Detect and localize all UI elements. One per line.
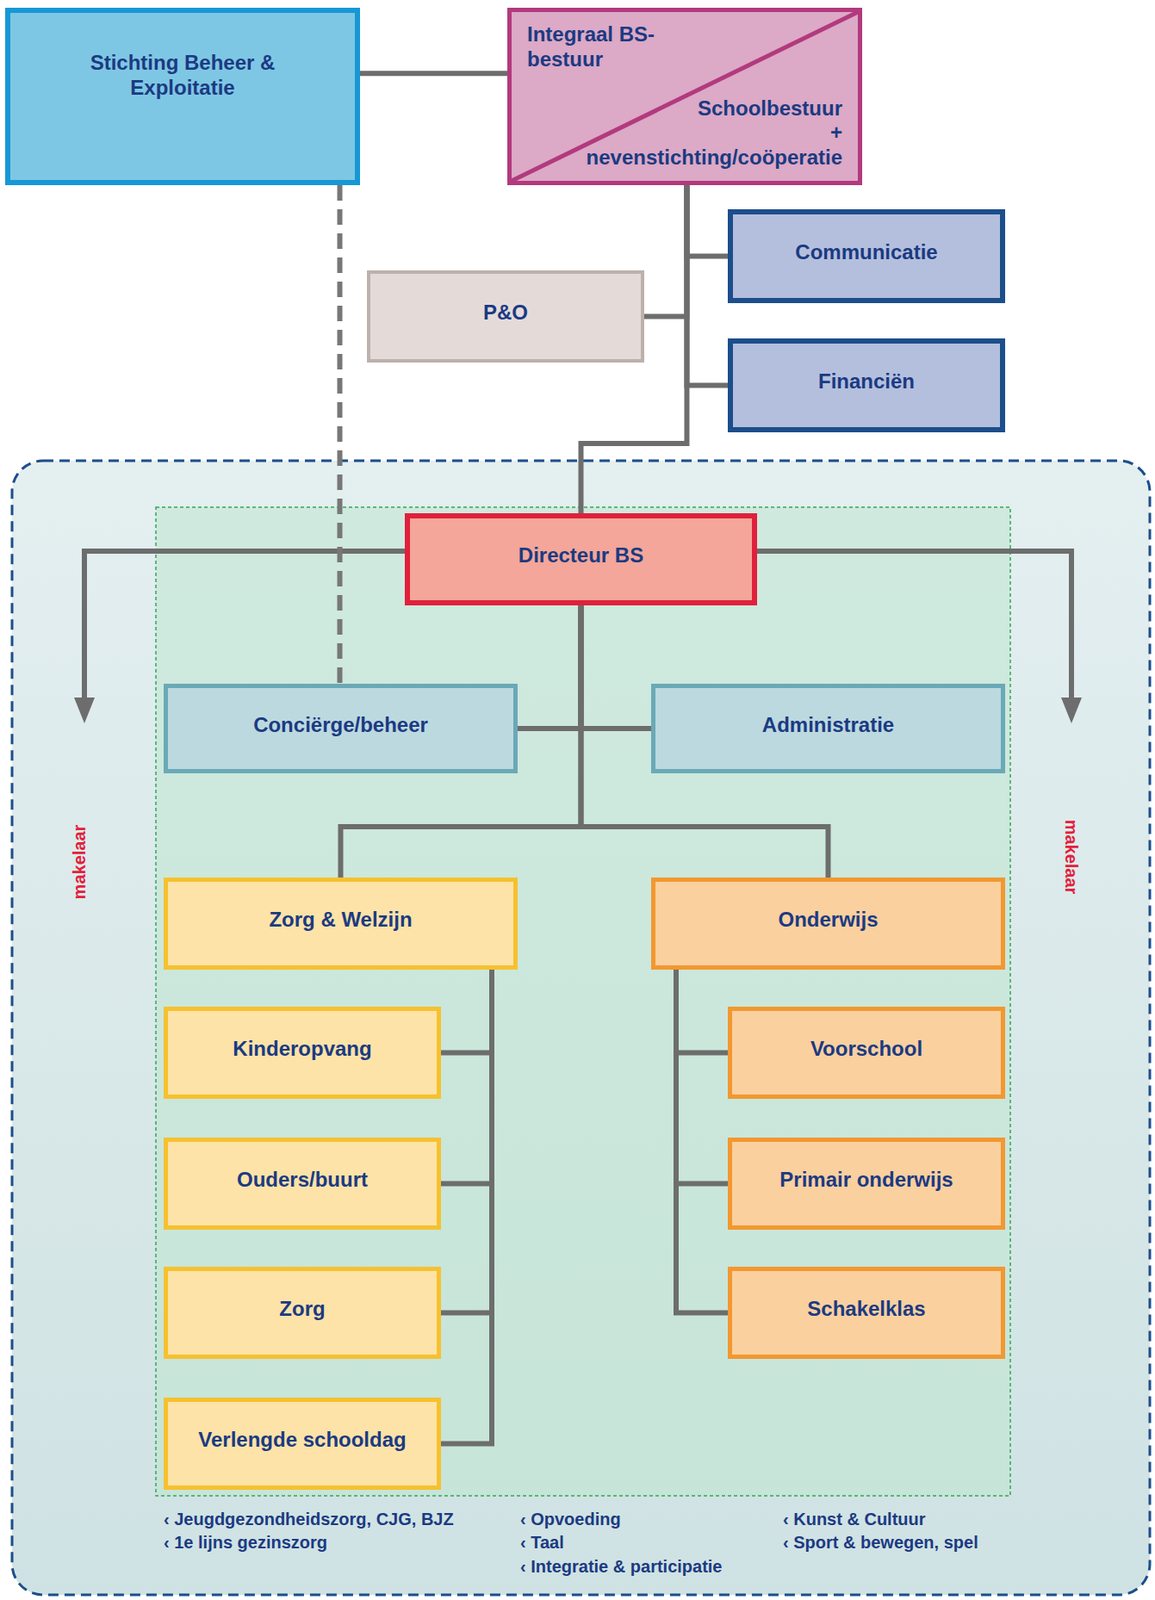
connector-line [517,605,582,729]
box-label: Stichting Beheer & Exploitatie [79,50,286,101]
broker-arrow [84,551,405,700]
org-box: Stichting Beheer & Exploitatie [5,7,361,186]
box-label: Financiën [818,369,915,395]
org-box: Administratie [651,683,1006,774]
org-box: Primair onderwijs [727,1137,1006,1230]
box-label: Zorg [279,1297,325,1323]
org-box: Voorschool [727,1006,1006,1100]
label-holder: ‹ Taal [520,1532,565,1553]
label-holder: ‹ Opvoeding [520,1508,621,1530]
box-label: Integraal BS-bestuur [527,22,683,73]
topic-item: ‹ Jeugdgezondheidszorg, CJG, BJZ [163,1508,454,1530]
label-holder: ‹ Sport & bewegen, spel [782,1532,979,1553]
box-label: Schakelklas [807,1297,926,1323]
box-label: Kinderopvang [232,1037,372,1062]
topic-item: ‹ Integratie & participatie [520,1556,723,1578]
box-label: Primair onderwijs [779,1167,953,1193]
connector-line [440,969,492,1185]
org-box: Zorg & Welzijn [163,877,518,970]
diagonal-line [511,12,858,181]
org-box: Verlengde schooldag [163,1397,441,1491]
connector-line [360,70,508,76]
connector-line [676,969,728,1314]
box-label: Verlengde schooldag [198,1428,406,1454]
topic-item: ‹ Kunst & Cultuur [782,1508,926,1530]
inner-region [155,507,1011,1497]
label-holder: ‹ Kunst & Cultuur [782,1508,926,1530]
label-holder: ‹ Integratie & participatie [520,1556,723,1578]
box-label: Communicatie [794,240,938,266]
arrow-head [1061,697,1082,724]
topic-item: ‹ Taal [520,1532,565,1553]
arrow-head [74,697,95,724]
broker-arrow [757,551,1072,700]
org-box: P&O [366,270,645,363]
connector-line [676,969,728,1185]
connector-line [686,185,728,386]
box-label: Onderwijs [777,907,878,933]
connector-line [644,185,687,317]
topic-item: ‹ Sport & bewegen, spel [782,1532,979,1553]
org-box: Conciërge/beheer [163,683,518,774]
connector-line [440,969,492,1054]
connector-line [686,185,728,257]
connector-line [676,969,728,1054]
connector-line [337,185,343,684]
org-box: Schakelklas [727,1266,1006,1360]
box-label: Ouders/buurt [236,1167,368,1193]
box-label: Zorg & Welzijn [268,907,412,933]
outer-region [12,460,1150,1596]
org-box: Financiën [727,338,1006,433]
org-box: Zorg [163,1266,441,1360]
box-label: Voorschool [810,1037,923,1062]
org-box: Ouders/buurt [163,1137,441,1230]
topic-item: ‹ Opvoeding [520,1508,621,1530]
org-box: Communicatie [727,209,1006,304]
connector-line [440,969,492,1314]
box-label: Directeur BS [518,543,644,569]
org-box: Directeur BS [404,513,758,606]
box-label: P&O [483,300,528,326]
box-label: Conciërge/beheer [253,713,429,739]
label-holder: ‹ 1e lijns gezinszorg [163,1532,328,1553]
box-label: Administratie [762,713,895,739]
side-label: makelaar [68,825,90,901]
org-box: Integraal BS-bestuurSchoolbestuur + neve… [507,7,863,186]
org-box: Kinderopvang [163,1006,441,1100]
org-box: Onderwijs [651,877,1006,970]
label-holder: makelaar [68,825,90,901]
connector-line [440,969,492,1445]
box-label: Schoolbestuur + nevenstichting/coöperati… [558,96,843,171]
label-holder: makelaar [1061,819,1082,895]
side-label: makelaar [1061,819,1082,895]
connector-line [581,605,653,729]
label-holder: ‹ Jeugdgezondheidszorg, CJG, BJZ [163,1508,454,1530]
topic-item: ‹ 1e lijns gezinszorg [163,1532,328,1553]
